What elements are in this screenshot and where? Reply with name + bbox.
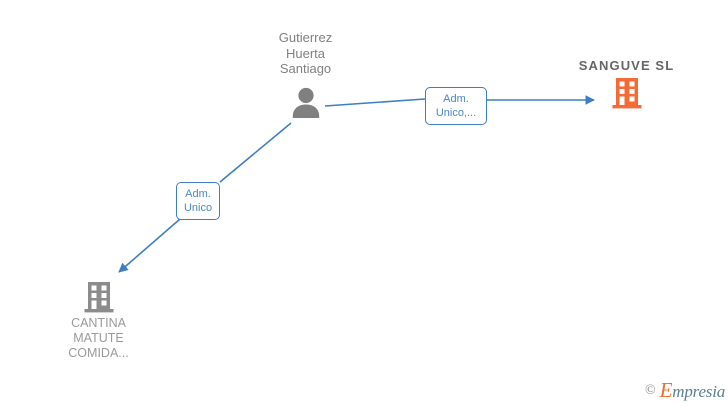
edge-label-person-sanguve[interactable]: Adm. Unico,... — [425, 87, 487, 125]
company-title-sanguve: SANGUVE SL — [578, 58, 675, 73]
building-icon-cantina[interactable] — [36, 278, 161, 316]
person-name-label: Gutierrez Huerta Santiago — [278, 30, 333, 76]
node-company-cantina[interactable]: CANTINA MATUTE COMIDA... — [36, 278, 161, 361]
edge-person-to-label-left — [219, 122, 292, 183]
person-icon[interactable] — [243, 83, 368, 119]
edge-label-left-to-cantina — [118, 218, 181, 273]
company-title-cantina: CANTINA MATUTE COMIDA... — [68, 316, 129, 360]
brand-logo: Empresia — [659, 378, 726, 403]
building-icon-glyph — [84, 282, 113, 313]
brand-initial: E — [659, 378, 673, 402]
person-icon-glyph — [292, 87, 319, 118]
building-icon-glyph — [612, 78, 641, 109]
brand-rest: mpresia — [672, 382, 726, 401]
building-icon-sanguve[interactable] — [564, 74, 689, 112]
node-person[interactable]: Gutierrez Huerta Santiago — [243, 30, 368, 119]
node-company-sanguve[interactable]: SANGUVE SL — [564, 58, 689, 112]
copyright-icon: © — [645, 382, 656, 398]
edge-label-person-cantina[interactable]: Adm. Unico — [176, 182, 220, 220]
watermark: © Empresia — [645, 378, 725, 403]
